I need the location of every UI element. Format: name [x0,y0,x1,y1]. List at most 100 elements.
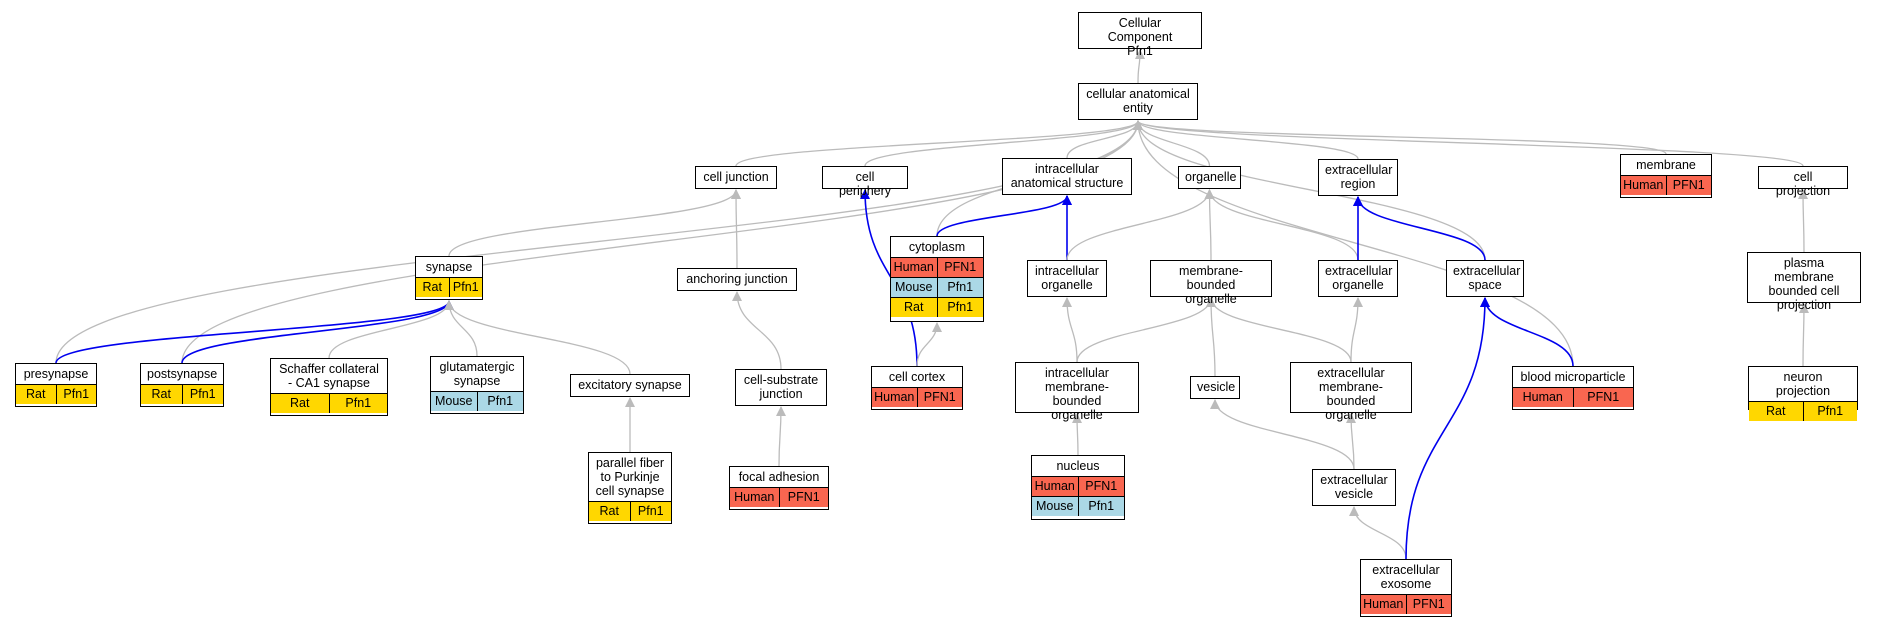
species-cell: Mouse [434,394,473,408]
node-imbo[interactable]: intracellular membrane-bounded organelle [1015,362,1139,422]
node-cell-junction[interactable]: cell junction [695,166,777,189]
node-title: Cellular Component Pfn1 [1107,16,1173,58]
edge-icorg-to-organelle [1066,189,1215,261]
node-csj[interactable]: cell-substrate junction [735,369,827,406]
node-organelle[interactable]: organelle [1178,166,1241,189]
gene-cell: Pfn1 [476,392,524,411]
node-icorg[interactable]: intracellular organelle [1027,260,1107,297]
gene-cell: PFN1 [1077,477,1125,496]
node-title: excitatory synapse [578,378,682,392]
edge-ecvesicle-to-vesicle [1210,399,1355,470]
node-title: intracellular membrane-bounded organelle [1045,366,1109,422]
node-excit[interactable]: excitatory synapse [570,374,690,397]
edge-bmp-to-ecspace [1480,297,1574,367]
node-ecspace[interactable]: extracellular space [1446,260,1524,297]
node-title: cell periphery [838,170,892,198]
node-title: cell-substrate junction [743,373,819,401]
node-title: vesicle [1197,380,1236,394]
node-cell-projection[interactable]: cell projection [1758,166,1848,198]
node-embo[interactable]: extracellular membrane-bounded organelle [1290,362,1412,422]
species-cell: Rat [599,504,619,518]
node-title: postsynapse [147,367,218,381]
gene-cell: Pfn1 [181,385,224,404]
node-ecorg[interactable]: extracellular organelle [1318,260,1398,297]
node-title: neuron projection [1775,370,1831,398]
edge-presynapse-to-synapse [55,300,454,364]
edge-excit-to-synapse [444,300,631,375]
node-mbo[interactable]: membrane-bounded organelle [1150,260,1272,306]
edge-membrane-to-cae [1133,120,1667,155]
node-title: anchoring junction [686,272,788,286]
node-title: cell projection [1775,170,1831,198]
node-title: nucleus [1056,459,1100,473]
species-cell: Mouse [1035,499,1074,513]
node-cell-periphery[interactable]: cell periphery [822,166,908,198]
edge-ecr-to-cae [1133,120,1359,160]
node-title: glutamatergic synapse [439,360,515,388]
node-title: parallel fiber to Purkinje cell synapse [595,456,665,498]
node-pmbcp[interactable]: plasma membrane bounded cell projection [1747,252,1861,312]
edge-focal-to-csj [775,406,786,467]
edge-exosome-to-ecvesicle [1349,506,1407,560]
node-ecr[interactable]: extracellular region [1318,159,1398,196]
node-anchoring[interactable]: anchoring junction [677,268,797,291]
node-title: cell cortex [888,370,946,384]
edge-ecvesicle-to-embo [1346,413,1357,470]
gene-cell: Pfn1 [328,394,388,413]
node-title: intracellular anatomical structure [1010,162,1124,190]
node-cc[interactable]: Cellular Component Pfn1 [1078,12,1202,58]
node-title: cytoplasm [908,240,966,254]
edge-postsynapse-to-cae [181,120,1143,364]
edge-pmbcp-to-cell_projection [1798,189,1809,253]
node-title: membrane-bounded organelle [1179,264,1243,306]
node-vesicle[interactable]: vesicle [1190,376,1240,399]
gene-cell: Pfn1 [1077,497,1125,516]
node-title: extracellular organelle [1325,264,1393,292]
gene-cell: PFN1 [1665,176,1712,195]
edge-nucleus-to-imbo [1072,413,1083,456]
node-title: synapse [425,260,473,274]
node-title: extracellular membrane-bounded organelle [1317,366,1385,422]
node-title: membrane [1636,158,1696,172]
edge-bmp-to-cae [1133,120,1574,367]
edge-cell_periphery-to-cae [864,120,1143,167]
node-title: Schaffer collateral - CA1 synapse [279,362,379,390]
species-cell: Rat [1766,404,1786,418]
species-cell: Rat [422,280,442,294]
edge-imbo-to-icorg [1062,297,1078,363]
node-title: organelle [1185,170,1237,184]
node-ias[interactable]: intracellular anatomical structure [1002,158,1132,195]
gene-cell: Pfn1 [936,298,984,317]
edge-cortex-to-cytoplasm [916,322,942,367]
node-ecvesicle[interactable]: extracellular vesicle [1312,469,1396,506]
edge-ecspace-to-ecr [1353,196,1486,261]
node-cae[interactable]: cellular anatomical entity [1078,83,1198,120]
gene-cell: PFN1 [1572,388,1634,407]
edge-vesicle-to-mbo [1206,297,1217,377]
